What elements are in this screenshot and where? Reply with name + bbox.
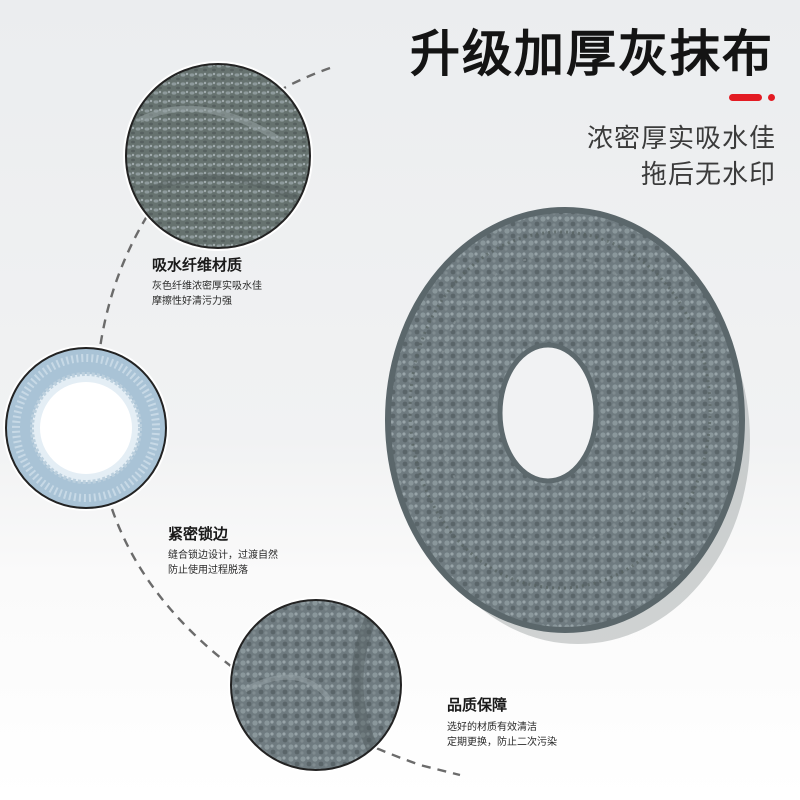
feature-desc-tight-edge: 缝合锁边设计，过渡自然 防止使用过程脱落: [168, 548, 278, 578]
feature-desc-line: 防止使用过程脱落: [168, 565, 248, 576]
feature-desc-line: 缝合锁边设计，过渡自然: [168, 550, 278, 561]
fiber-closeup: [123, 61, 313, 251]
accent-bar: [729, 94, 762, 101]
texture-closeup: [228, 597, 404, 773]
mop-pad-product: [385, 207, 750, 644]
page-title: 升级加厚灰抹布: [410, 25, 774, 83]
feature-desc-line: 摩擦性好清污力强: [152, 296, 232, 307]
slogan-line-2: 拖后无水印: [640, 160, 776, 190]
feature-title-absorbent-fiber: 吸水纤维材质: [152, 256, 243, 274]
feature-desc-absorbent-fiber: 灰色纤维浓密厚实吸水佳 摩擦性好清污力强: [152, 279, 262, 309]
feature-desc-line: 选好的材质有效清洁: [447, 722, 537, 733]
feature-title-quality-assurance: 品质保障: [447, 696, 508, 714]
edge-closeup: [3, 345, 169, 511]
slogan-line-1: 浓密厚实吸水佳: [586, 124, 776, 154]
feature-desc-quality-assurance: 选好的材质有效清洁 定期更换，防止二次污染: [447, 720, 557, 750]
feature-title-tight-edge: 紧密锁边: [168, 525, 229, 543]
accent-dot: [768, 94, 775, 101]
feature-desc-line: 灰色纤维浓密厚实吸水佳: [152, 281, 262, 292]
feature-desc-line: 定期更换，防止二次污染: [447, 737, 557, 748]
